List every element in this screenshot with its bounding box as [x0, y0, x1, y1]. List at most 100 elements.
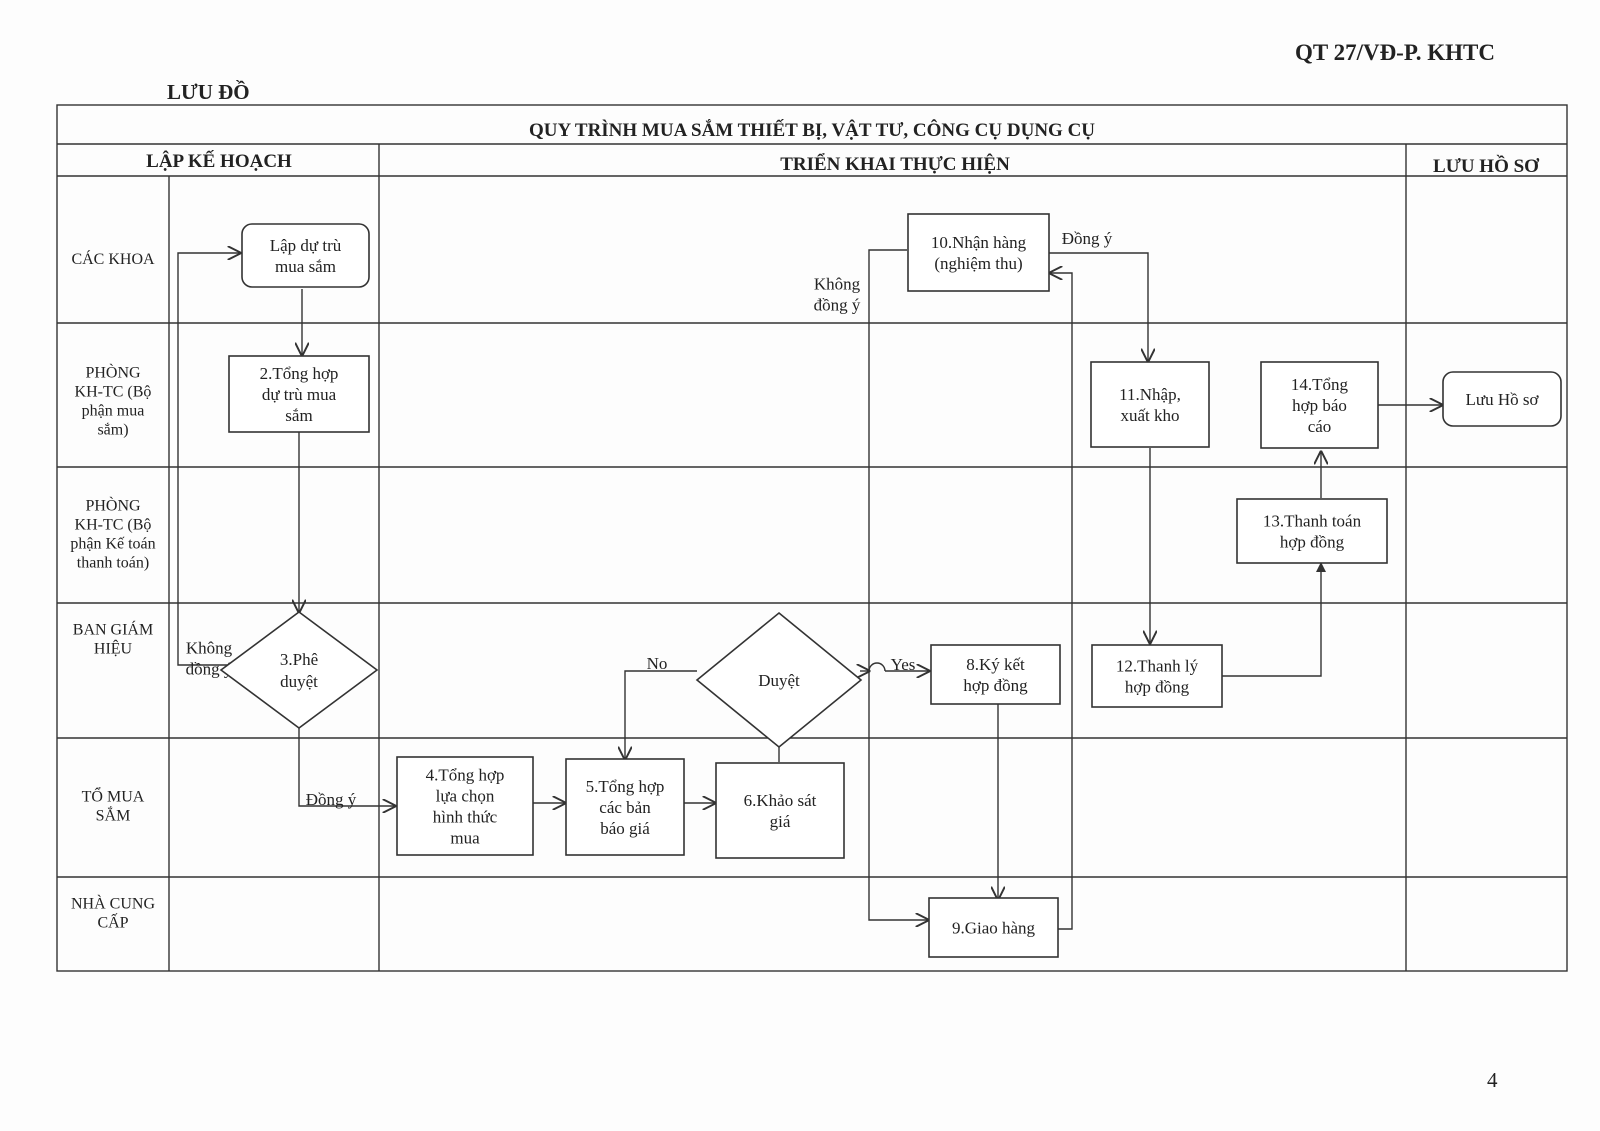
node-n15-line-1: Lưu Hồ sơ — [1466, 390, 1540, 409]
node-n11-line-1: 11.Nhập, — [1119, 385, 1181, 404]
lane-khtc_kt-line-3: phận Kế toán — [70, 536, 155, 553]
node-n6-line-2: giá — [770, 812, 791, 831]
lane-khtc_ms-line-4: sắm) — [97, 422, 128, 439]
phase-plan: LẬP KẾ HOẠCH — [146, 150, 292, 172]
edge-n3-n1-reject — [177, 253, 240, 666]
node-n4-line-4: mua — [450, 829, 480, 848]
node-n5-line-3: báo giá — [600, 819, 650, 838]
node-n1-line-1: Lập dự trù — [270, 236, 342, 255]
node-n2: 2.Tổng hợp dự trù mua sắm — [228, 355, 370, 433]
node-n5-line-2: các bản — [599, 798, 651, 817]
node-n13-line-1: 13.Thanh toán — [1263, 512, 1362, 531]
phase-archive: LƯU HỒ SƠ — [1433, 155, 1540, 177]
edge-n7-n8-crossover — [868, 662, 886, 672]
node-n2-shape — [228, 355, 370, 433]
node-n1: Lập dự trù mua sắm — [241, 223, 370, 288]
lane-khoa-line-1: CÁC KHOA — [71, 249, 155, 268]
node-n11-shape — [1090, 361, 1210, 448]
node-n3-line-1: 3.Phê — [280, 650, 318, 669]
node-n9-line-1: 9.Giao hàng — [952, 919, 1036, 938]
node-n10: 10.Nhận hàng (nghiệm thu) — [907, 213, 1050, 292]
node-n10-shape — [907, 213, 1050, 292]
swimlane-grid — [56, 104, 1568, 972]
edge-label-n3_reject-line-1: Không — [186, 639, 233, 658]
edge-label-n10_reject-line-1: Không — [814, 275, 861, 294]
edge-label-n10-accept: Đồng ý — [1062, 229, 1113, 248]
node-n10-line-1: 10.Nhận hàng — [931, 233, 1027, 252]
node-n8-shape — [930, 644, 1061, 705]
lane-khtc_ms-line-1: PHÒNG — [85, 363, 141, 382]
edge-label-n10_accept-line-1: Đồng ý — [1062, 229, 1113, 248]
node-n14-line-1: 14.Tổng — [1291, 375, 1349, 394]
node-n1-line-2: mua sắm — [275, 257, 336, 276]
lane-tms-line-2: SẮM — [96, 806, 131, 825]
node-n12-line-1: 12.Thanh lý — [1116, 657, 1199, 676]
edge-n9-n10 — [1050, 273, 1073, 930]
lane-bgh-line-1: BAN GIÁM — [73, 620, 153, 639]
process-title: QUY TRÌNH MUA SẮM THIẾT BỊ, VẬT TƯ, CÔNG… — [529, 119, 1095, 141]
edge-label-n7_no-line-1: No — [647, 654, 668, 673]
node-n13: 13.Thanh toán hợp đồng — [1236, 498, 1388, 564]
edge-label-n7_yes-line-1: Yes — [891, 655, 916, 674]
node-n9-shape — [928, 897, 1059, 958]
node-n9: 9.Giao hàng — [928, 897, 1059, 958]
edge-label-n3-accept: Đồng ý — [306, 790, 357, 809]
node-n10-line-2: (nghiệm thu) — [934, 254, 1022, 273]
lane-khtc_kt-line-4: thanh toán) — [77, 555, 149, 572]
node-n11-line-2: xuất kho — [1120, 406, 1179, 425]
lane-tms-line-1: TỔ MUA — [82, 786, 145, 806]
node-n4-shape — [396, 756, 534, 856]
lane-ncc-line-2: CẤP — [97, 913, 128, 932]
edge-label-n7-yes: Yes — [891, 655, 916, 674]
flowchart-heading: LƯU ĐỒ — [167, 80, 250, 104]
node-n4-line-2: lựa chọn — [436, 787, 495, 806]
lane-khtc_kt-line-1: PHÒNG — [85, 496, 141, 515]
node-n2-line-3: sắm — [285, 406, 312, 425]
node-n4-line-1: 4.Tổng hợp — [426, 766, 505, 785]
edge-n7-n5-no — [625, 670, 697, 759]
node-n11: 11.Nhập, xuất kho — [1090, 361, 1210, 448]
node-n7-line-1: Duyệt — [758, 671, 800, 690]
node-n12-line-2: hợp đồng — [1125, 678, 1190, 697]
lane-khtc_kt-line-2: KH-TC (Bộ — [75, 517, 152, 534]
document-code: QT 27/VĐ-P. KHTC — [1295, 40, 1496, 65]
node-n15: Lưu Hồ sơ — [1442, 371, 1562, 427]
node-n7-shape — [695, 611, 863, 749]
lane-label-khoa: CÁC KHOA — [71, 249, 155, 268]
node-n13-shape — [1236, 498, 1388, 564]
edge-label-n7-no: No — [647, 654, 668, 673]
lane-bgh-line-2: HIỆU — [94, 639, 133, 658]
node-n4-line-3: hình thức — [433, 808, 498, 827]
node-n8-line-1: 8.Ký kết — [966, 655, 1025, 674]
node-n12: 12.Thanh lý hợp đồng — [1091, 644, 1223, 708]
edge-label-n10-reject: Không đồng ý — [814, 275, 861, 315]
edge-label-n3-reject: Không đồng ý — [186, 639, 233, 679]
node-n13-line-2: hợp đồng — [1280, 533, 1345, 552]
lane-khtc_ms-line-2: KH-TC (Bộ — [75, 384, 152, 401]
node-n14-shape — [1260, 361, 1379, 449]
edge-n3-n4-accept — [298, 727, 395, 806]
edge-n12-n13 — [1222, 562, 1326, 677]
edge-n10-n11-accept — [1049, 252, 1148, 361]
node-n4: 4.Tổng hợp lựa chọn hình thức mua — [396, 756, 534, 856]
node-n3-shape — [219, 611, 379, 729]
node-n2-line-2: dự trù mua — [262, 385, 337, 404]
phase-execute: TRIỂN KHAI THỰC HIỆN — [780, 153, 1010, 175]
edge-label-n3_accept-line-1: Đồng ý — [306, 790, 357, 809]
edge-n10-n9-reject — [868, 249, 928, 920]
edge-label-n10_reject-line-2: đồng ý — [814, 296, 861, 315]
node-n15-shape — [1442, 371, 1562, 427]
edge-label-n3_reject-line-2: đồng ý — [186, 660, 233, 679]
lane-ncc-line-1: NHÀ CUNG — [71, 894, 155, 913]
node-n1-shape — [241, 223, 370, 288]
node-n2-line-1: 2.Tổng hợp — [260, 364, 339, 383]
